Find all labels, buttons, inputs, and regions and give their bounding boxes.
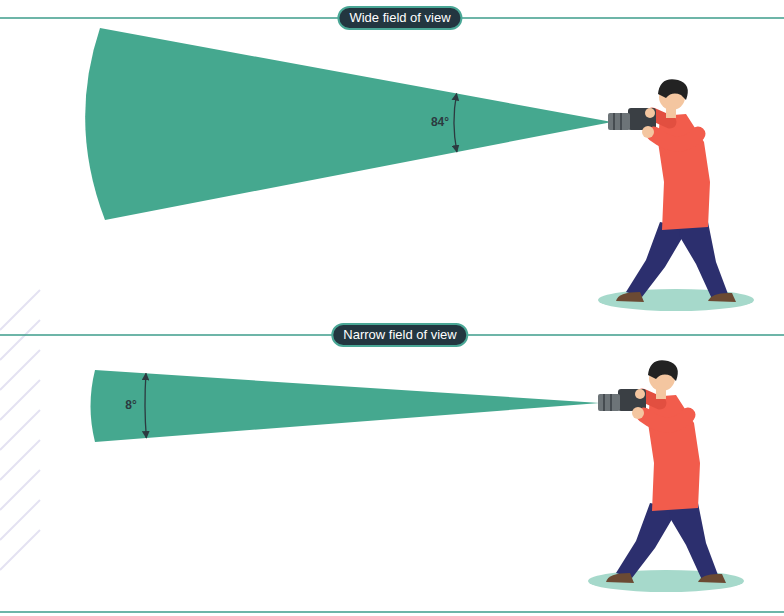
angle-label: 84° [431,115,449,129]
footer-rule [0,611,784,613]
field-of-view-cone: 84° [85,28,612,222]
section-badge: Wide field of view [337,6,462,30]
section-badge: Narrow field of view [331,323,468,347]
section-title: Wide field of view [349,10,450,26]
field-of-view-cone: 8° [85,368,602,444]
cone-fill [91,370,601,442]
cone-shape [85,368,602,444]
photographer-figure [588,360,744,592]
section-title: Narrow field of view [343,327,456,343]
angle-label: 8° [125,398,136,412]
stripe-decoration [0,290,40,570]
angle-arc [145,373,146,438]
angle-arc [454,93,457,152]
photographer-figure [598,79,754,311]
cone-shape [85,28,612,222]
cone-fill [85,28,612,220]
